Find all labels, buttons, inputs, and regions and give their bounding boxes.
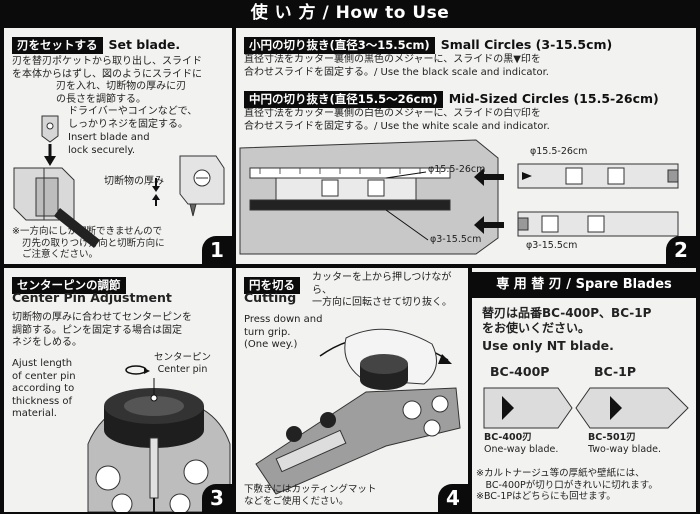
page-title: 使 い 方 / How to Use <box>0 0 700 26</box>
thickness-label: 切断物の厚み <box>104 176 164 187</box>
slide-bottom-icon <box>517 211 679 237</box>
thickness-arrow-icon <box>152 178 160 206</box>
screw-knob-icon <box>286 412 336 442</box>
step-number-4: 4 <box>438 484 468 512</box>
panel4-title: 円を切る <box>244 274 300 294</box>
center-pin-label: センターピン Center pin <box>154 352 212 375</box>
panel3-en-title: Center Pin Adjustment <box>12 290 172 305</box>
blade1-name: BC-400P <box>490 364 550 379</box>
panel-center-pin: センターピンの調節 Center Pin Adjustment 切断物の厚みに合… <box>4 268 232 512</box>
spare-blades-notes: ※カルトナージュ等の厚紙や壁紙には、 BC-400Pが切り口がきれいに切れます。… <box>476 468 658 502</box>
blade-icon <box>41 115 59 143</box>
slide-body-icon <box>13 167 75 221</box>
panel-spare-blades: 専 用 替 刃 / Spare Blades 替刃は品番BC-400P、BC-1… <box>472 268 696 512</box>
spare-blades-title: 専 用 替 刃 / Spare Blades <box>472 272 696 298</box>
panel4-jp-body: カッターを上から押しつけながら、 一方向に回転させて切り抜く。 <box>312 272 452 308</box>
spare-blades-jp-body: 替刃は品番BC-400P、BC-1P をお使いください。 <box>482 306 652 335</box>
panel1-en-title: Set blade. <box>108 37 181 52</box>
press-label: Press down and turn grip. (One wey.) <box>244 314 323 350</box>
insert-blade-label: Insert blade and lock securely. <box>68 132 150 156</box>
grip-knob-icon <box>104 388 204 448</box>
panel3-title: センターピンの調節 <box>12 274 126 294</box>
panel3-jp-title: センターピンの調節 <box>12 277 126 294</box>
blade1-desc: One-way blade. <box>484 444 559 455</box>
small-circles-title: 小円の切り抜き(直径3～15.5cm) Small Circles (3-15.5… <box>244 34 612 54</box>
step-number-2: 2 <box>666 236 696 264</box>
panel1-title: 刃をセットする Set blade. <box>12 34 180 54</box>
cutting-illustration <box>255 328 461 495</box>
panel1-jp-body: 刃を替刃ポケットから取り出し、スライド を本体からはずし、図のようにスライドに … <box>12 56 202 130</box>
panel1-note: ※一方向にしか切断できませんので 刃先の取りつけ方向と切断方向に ご注意ください… <box>12 226 165 260</box>
label-mid-15-26: φ15.5-26cm <box>428 164 486 175</box>
panel4-jp-title: 円を切る <box>244 277 300 294</box>
mid-circles-title: 中円の切り抜き(直径15.5～26cm) Mid-Sized Circles (1… <box>244 88 659 108</box>
screwdriver-icon <box>54 208 100 248</box>
mid-circles-body: 直径寸法をカッター裏側の白色のメジャーに、スライドの白▽印を 合わせスライドを固… <box>244 108 550 132</box>
panel-cutting: 円を切る カッターを上から押しつけながら、 一方向に回転させて切り抜く。 Cut… <box>236 268 468 512</box>
blade2-desc: Two-way blade. <box>588 444 662 455</box>
spare-blades-illustration <box>483 387 689 429</box>
mat-note: 下敷きにはカッティングマット などをご使用ください。 <box>244 484 377 507</box>
label-bottom-3-15: φ3-15.5cm <box>526 240 578 251</box>
blade2-code: BC-501刃 <box>588 432 636 443</box>
spare-blades-en-body: Use only NT blade. <box>482 338 614 353</box>
panel-set-blade: 刃をセットする Set blade. 刃を替刃ポケットから取り出し、スライド を本… <box>4 28 232 264</box>
center-pin-icon <box>149 378 159 512</box>
label-low-3-15: φ3-15.5cm <box>430 234 482 245</box>
cutter-scale-illustration <box>239 139 679 255</box>
mid-circles-en: Mid-Sized Circles (15.5-26cm) <box>448 91 659 106</box>
blade1-code: BC-400刃 <box>484 432 532 443</box>
panel-circles: 小円の切り抜き(直径3～15.5cm) Small Circles (3-15.5… <box>236 28 696 264</box>
cutter-arm-icon <box>255 387 461 495</box>
slide-side-view-icon <box>179 155 225 217</box>
one-way-blade-icon <box>483 387 573 429</box>
arrow-left-icon-bottom <box>474 216 504 234</box>
adjust-pin-label: Ajust length of center pin according to … <box>12 358 76 419</box>
panel1-jp-title: 刃をセットする <box>12 37 103 54</box>
small-circles-body: 直径寸法をカッター裏側の黒色のメジャーに、スライドの黒▼印を 合わせスライドを固… <box>244 54 549 78</box>
small-circles-jp: 小円の切り抜き(直径3～15.5cm) <box>244 37 435 54</box>
blade2-name: BC-1P <box>594 364 637 379</box>
arrow-left-icon-top <box>474 168 504 186</box>
slide-top-icon <box>517 163 679 189</box>
mid-circles-jp: 中円の切り抜き(直径15.5～26cm) <box>244 91 443 108</box>
cutter-body-icon <box>239 139 499 255</box>
center-pin-illustration <box>87 365 231 512</box>
label-top-15-26: φ15.5-26cm <box>530 146 588 157</box>
two-way-blade-icon <box>575 387 689 429</box>
panel3-jp-body: 切断物の厚みに合わせてセンターピンを 調節する。ピンを固定する場合は固定 ネジを… <box>12 312 192 348</box>
grip-knob-icon <box>360 354 408 390</box>
blade-illustration <box>13 115 225 248</box>
step-number-1: 1 <box>202 236 232 264</box>
rotate-arrow-icon <box>125 365 150 375</box>
step-number-3: 3 <box>202 484 232 512</box>
down-arrow-icon <box>44 144 56 166</box>
small-circles-en: Small Circles (3-15.5cm) <box>440 37 613 52</box>
leader-lines-icon <box>385 171 429 241</box>
panel4-en-title: Cutting <box>244 290 297 305</box>
